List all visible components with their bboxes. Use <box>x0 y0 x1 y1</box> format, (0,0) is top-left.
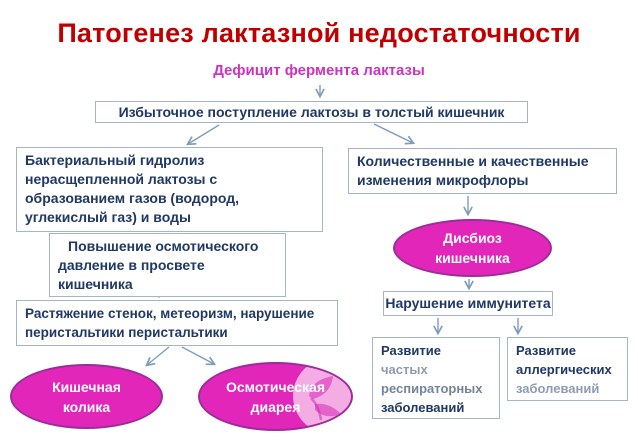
node-respiratory-disease-line: респираторных <box>381 381 483 396</box>
watermark-circle <box>293 364 351 429</box>
arrow-stretch-to-diarrhea <box>181 346 217 366</box>
node-bacterial-hydrolysis-line: образованием газов (водород, <box>25 190 240 206</box>
node-allergic-disease-line: Развитие <box>516 343 576 358</box>
node-bacterial-hydrolysis-box: Бактериальный гидролиз нерасщепленной ла… <box>16 147 323 232</box>
node-allergic-disease-line: аллергических <box>516 362 612 377</box>
arrow-topbox-to-hydrolysis <box>185 124 220 146</box>
node-osmotic-diarrhea-line: Осмотическая <box>226 378 325 395</box>
leaf-logo-watermark-icon <box>309 376 341 421</box>
node-dysbiosis-line: кишечника <box>435 250 510 266</box>
node-dysbiosis-ellipse: Дисбиоз кишечника <box>393 219 552 277</box>
node-excess-lactose-box: Избыточное поступление лактозы в толстый… <box>95 101 528 123</box>
arrow-stretch-to-colic <box>145 346 170 367</box>
node-osmotic-diarrhea-line: диарея <box>250 398 301 415</box>
node-osmotic-pressure-line: давление в просвете <box>58 257 205 273</box>
node-osmotic-pressure-box: Повышение осмотического давление в просв… <box>49 233 286 297</box>
node-bacterial-hydrolysis-line: нерасщепленной лактозы с <box>25 171 218 187</box>
node-respiratory-disease-line: заболеваний <box>381 400 465 415</box>
node-osmotic-pressure-line: Повышение осмотического <box>68 238 259 254</box>
node-immunity-disorder-label: Нарушение иммунитета <box>385 295 551 311</box>
arrow-topbox-to-microflora <box>373 123 416 145</box>
node-bacterial-hydrolysis-line: Бактериальный гидролиз <box>25 152 205 168</box>
slide-title: Патогенез лактазной недостаточности <box>57 18 581 48</box>
node-dysbiosis-line: Дисбиоз <box>443 230 502 246</box>
node-allergic-disease-line: заболеваний <box>516 381 600 396</box>
node-excess-lactose-label: Избыточное поступление лактозы в толстый… <box>118 103 505 120</box>
node-respiratory-disease-line: Развитие <box>381 343 441 358</box>
node-wall-stretch-line: Растяжение стенок, метеоризм, нарушение <box>25 306 315 321</box>
node-microflora-changes-box: Количественные и качественные изменения … <box>348 148 617 194</box>
node-osmotic-pressure-line: кишечника <box>58 276 133 292</box>
node-respiratory-disease-box: Развитие частых респираторных заболевани… <box>372 337 500 419</box>
node-microflora-changes-line: Количественные и качественные <box>357 153 589 169</box>
node-intestinal-colic-line: колика <box>62 398 111 415</box>
node-allergic-disease-box: Развитие аллергических заболеваний <box>507 337 628 401</box>
node-immunity-disorder-box: Нарушение иммунитета <box>383 291 553 316</box>
node-intestinal-colic-line: Кишечная <box>52 378 121 395</box>
node-respiratory-disease-line: частых <box>381 362 428 377</box>
node-microflora-changes-line: изменения микрофлоры <box>357 172 529 188</box>
node-intestinal-colic-ellipse: Кишечная колика <box>10 364 163 429</box>
node-bacterial-hydrolysis-line: углекислый газ) и воды <box>25 209 191 225</box>
node-wall-stretch-line: перистальтики перистальтики <box>25 325 228 340</box>
node-osmotic-diarrhea-ellipse: Осмотическая диарея <box>198 362 353 431</box>
slide-subtitle: Дефицит фермента лактазы <box>213 62 425 79</box>
node-wall-stretch-box: Растяжение стенок, метеоризм, нарушение … <box>16 300 338 346</box>
